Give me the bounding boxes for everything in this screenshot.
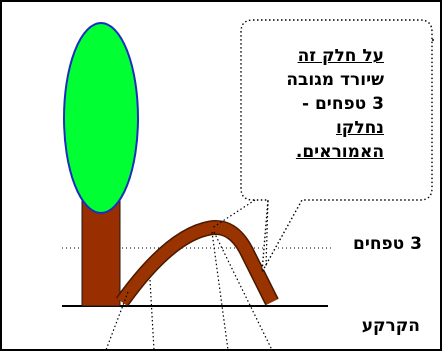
tree-trunk: [81, 195, 121, 307]
drop-line-2: [149, 279, 155, 351]
curved-branch: [117, 221, 278, 306]
callout-text: על חלק זה שיורד מגובה 3 טפחים - נחלקו הא…: [286, 44, 384, 164]
callout-line-5: האמוראים.: [295, 142, 384, 162]
callout-line-2: שיורד מגובה: [286, 70, 384, 90]
callout-bubble: [240, 19, 433, 273]
ground-label: הקרקע: [361, 316, 420, 336]
callout-line-3: 3 טפחים -: [302, 94, 384, 114]
drop-line-3: [211, 231, 229, 351]
callout-line-1: על חלק זה: [297, 46, 384, 66]
callout-line-4: נחלקו: [335, 118, 384, 138]
callout-pointer-2: [265, 199, 269, 267]
callout-pointer-1: [211, 199, 256, 229]
height-label: 3 טפחים: [352, 234, 422, 254]
tree-canopy: [63, 22, 139, 214]
callout-corner-mark: [432, 39, 434, 41]
